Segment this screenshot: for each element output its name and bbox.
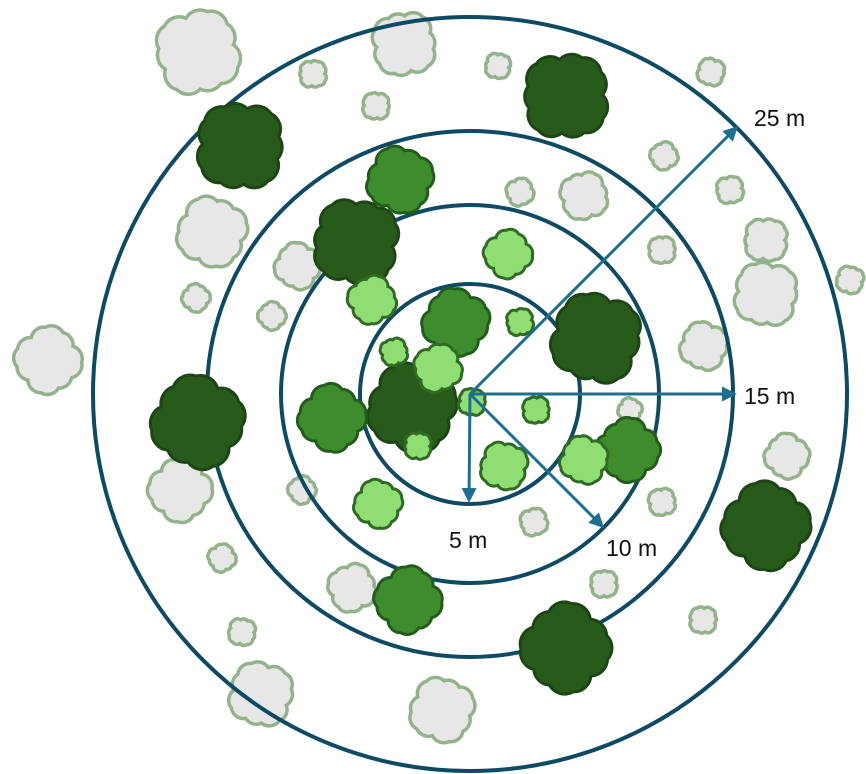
radius-arrow-5m <box>461 393 477 503</box>
tree-unmeasured <box>743 217 789 264</box>
tree-medium-canopy <box>365 144 436 215</box>
tree-unmeasured <box>174 194 250 269</box>
tree-light-canopy <box>351 477 405 530</box>
tree-dark-canopy <box>548 291 642 385</box>
tree-layer-back <box>11 8 866 745</box>
tree-light-canopy <box>403 431 433 461</box>
tree-light-canopy <box>505 307 536 337</box>
tree-medium-canopy <box>295 382 368 454</box>
tree-dark-canopy <box>148 373 247 472</box>
tree-medium-canopy <box>372 564 444 636</box>
tree-unmeasured <box>206 542 238 574</box>
tree-unmeasured <box>762 431 812 481</box>
tree-unmeasured <box>226 617 258 648</box>
radius-arrow-10m <box>468 392 605 529</box>
tree-dark-canopy <box>195 102 284 190</box>
tree-unmeasured <box>714 174 746 206</box>
label-25m: 25 m <box>754 105 805 131</box>
radius-arrows <box>461 125 739 529</box>
tree-unmeasured <box>558 170 610 222</box>
tree-unmeasured <box>646 486 678 518</box>
tree-layer-front <box>148 52 813 696</box>
tree-unmeasured <box>370 10 437 78</box>
radius-arrow-25m <box>468 125 739 396</box>
tree-unmeasured <box>688 605 718 635</box>
label-10m: 10 m <box>606 535 657 561</box>
tree-light-canopy <box>521 395 551 425</box>
tree-unmeasured <box>646 235 677 266</box>
tree-dark-canopy <box>523 52 610 139</box>
tree-unmeasured <box>647 139 680 172</box>
tree-unmeasured <box>298 58 329 89</box>
tree-unmeasured <box>326 561 379 614</box>
tree-unmeasured <box>677 320 730 373</box>
tree-unmeasured <box>360 91 391 121</box>
tree-dark-canopy <box>719 479 813 573</box>
tree-unmeasured <box>504 176 536 208</box>
tree-unmeasured <box>834 264 866 296</box>
tree-unmeasured <box>483 51 513 81</box>
tree-light-canopy <box>481 227 535 281</box>
tree-unmeasured <box>695 56 727 88</box>
tree-light-canopy <box>378 336 410 368</box>
tree-unmeasured <box>616 395 645 424</box>
tree-unmeasured <box>518 506 550 538</box>
tree-light-canopy <box>412 342 464 394</box>
tree-unmeasured <box>154 8 243 97</box>
tree-unmeasured <box>589 569 619 599</box>
tree-light-canopy <box>479 440 530 492</box>
tree-light-canopy <box>558 434 610 486</box>
tree-unmeasured <box>226 660 295 728</box>
tree-unmeasured <box>286 473 319 507</box>
tree-light-canopy <box>345 273 399 326</box>
tree-dark-canopy <box>518 600 614 696</box>
tree-unmeasured <box>732 260 799 328</box>
tree-dark-canopy <box>313 198 401 286</box>
tree-unmeasured <box>255 299 289 333</box>
tree-unmeasured <box>179 281 213 314</box>
label-15m: 15 m <box>744 383 795 409</box>
tree-unmeasured <box>11 324 84 397</box>
ring-25m <box>91 15 849 773</box>
label-5m: 5 m <box>449 527 487 553</box>
tree-unmeasured <box>408 675 477 745</box>
